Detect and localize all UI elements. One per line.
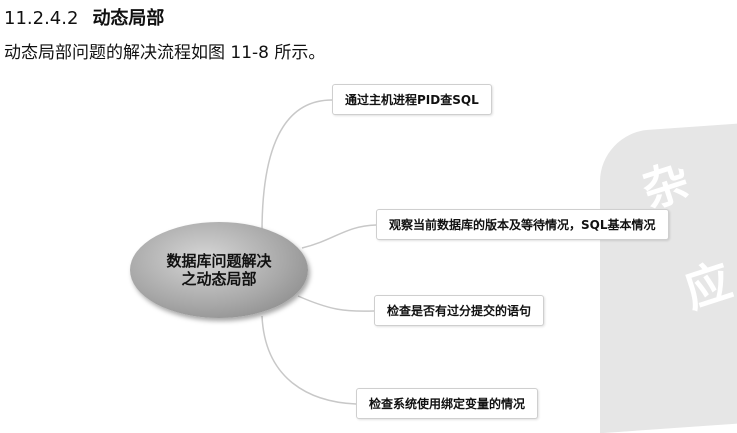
connector-branch-4: [261, 315, 357, 405]
center-node-line-2: 之动态局部: [181, 270, 257, 288]
section-heading: 11.2.4.2 动态局部: [4, 4, 164, 30]
center-node-line-1: 数据库问题解决: [166, 252, 272, 270]
section-title-text: 动态局部: [92, 8, 165, 29]
connector-branch-2: [301, 224, 377, 249]
mindmap-branch-excess-commit: 检查是否有过分提交的语句: [374, 295, 545, 326]
connector-branch-3: [297, 295, 375, 312]
mindmap-center-node: 数据库问题解决 之动态局部: [130, 222, 308, 318]
intro-paragraph: 动态局部问题的解决流程如图 11-8 所示。: [4, 43, 326, 63]
section-number: 11.2.4.2: [4, 8, 79, 29]
connector-branch-1: [261, 99, 333, 233]
mindmap-branch-pid-sql: 通过主机进程PID查SQL: [332, 84, 492, 115]
mindmap-branch-version-wait: 观察当前数据库的版本及等待情况，SQL基本情况: [376, 209, 669, 240]
mindmap-branch-bind-variables: 检查系统使用绑定变量的情况: [356, 388, 539, 419]
